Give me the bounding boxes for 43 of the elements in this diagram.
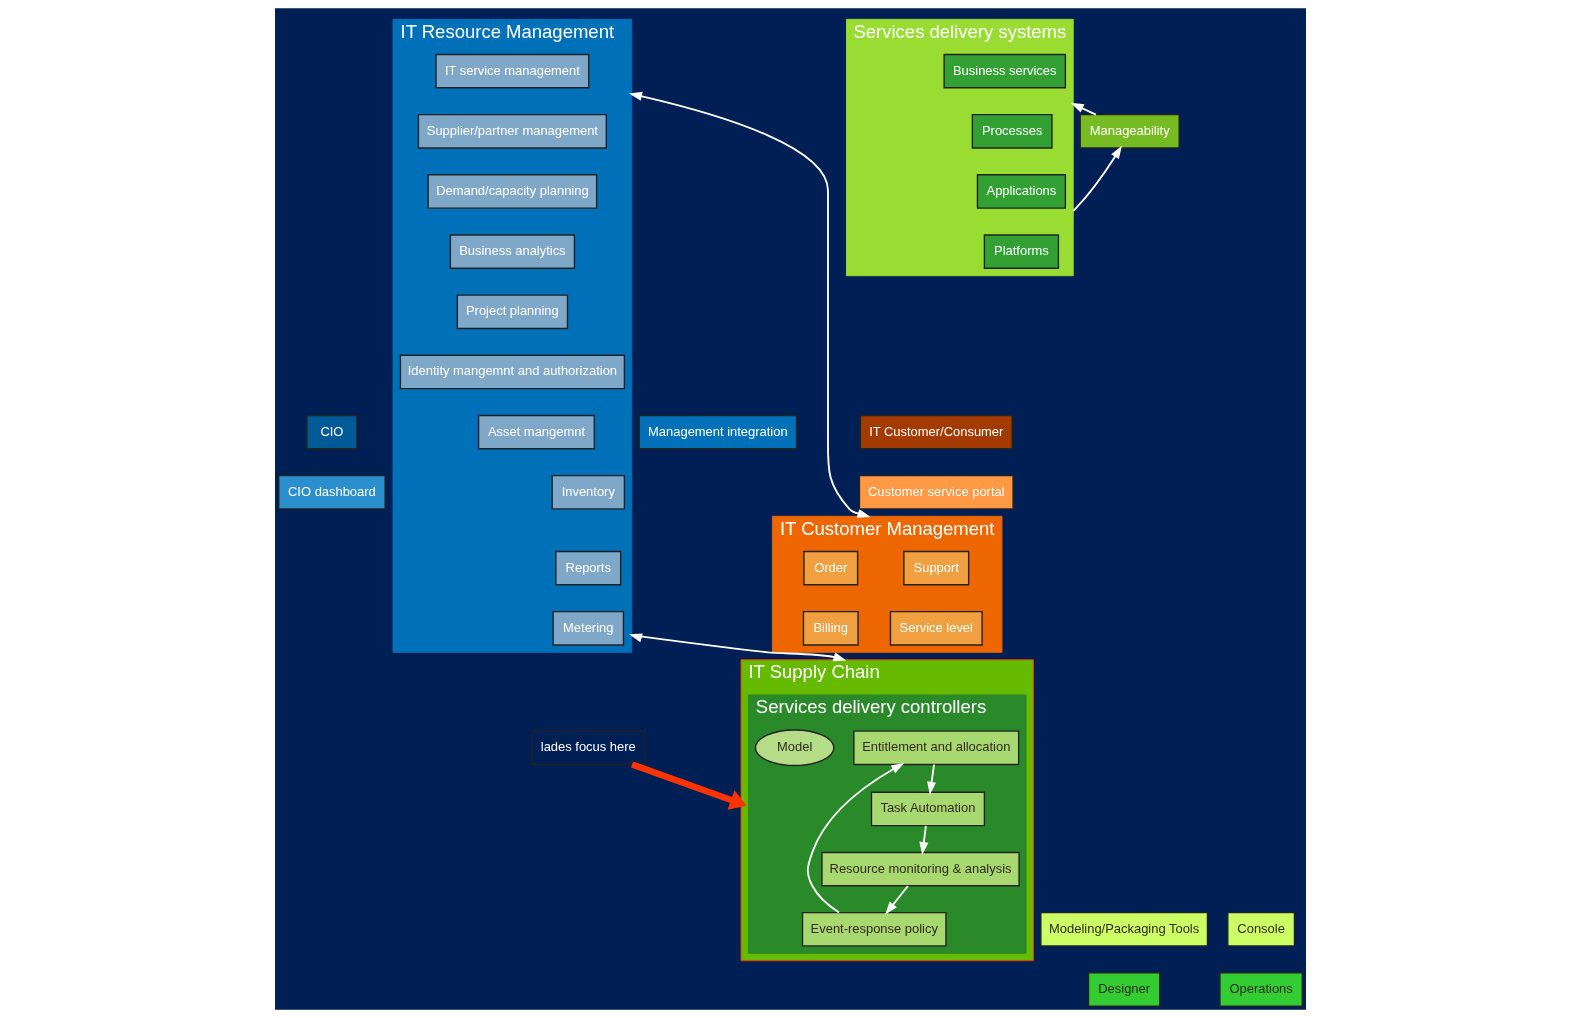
node-box: Asset mangemnt — [477, 414, 595, 450]
node-box: Applications — [976, 174, 1066, 209]
node-box: Demand/capacity planning — [426, 174, 597, 209]
node-box: Business services — [942, 53, 1066, 89]
node-box: CIO dashboard — [277, 474, 386, 510]
arrow — [918, 824, 928, 856]
node-box: Resource monitoring & analysis — [820, 851, 1020, 887]
node-box: Operations — [1218, 972, 1303, 1007]
arrow — [884, 885, 909, 915]
node-box: Console — [1226, 911, 1295, 947]
node-box: Event-response policy — [801, 911, 947, 947]
arrow — [630, 761, 747, 810]
arrow — [1071, 145, 1122, 212]
node-box: Metering — [551, 610, 624, 646]
node-box: Reports — [554, 550, 621, 586]
node-ellipse: Model — [754, 729, 835, 767]
node-box: IT service management — [434, 53, 589, 89]
node-box: Inventory — [551, 474, 625, 510]
node-box: Designer — [1087, 972, 1160, 1007]
node-box: Service level — [889, 610, 983, 646]
node-box: Manageability — [1079, 113, 1180, 149]
node-box: Modeling/Packaging Tools — [1039, 911, 1208, 947]
node-box: Order — [802, 550, 858, 586]
node-box: Customer service portal — [858, 474, 1014, 510]
node-box: Support — [902, 550, 969, 586]
node-box: Processes — [971, 113, 1053, 149]
node-box: Task Automation — [870, 791, 985, 827]
arrow — [1070, 102, 1097, 116]
node-box: Billing — [802, 610, 859, 646]
node-box: Platforms — [983, 234, 1059, 269]
node-box: Entitlement and allocation — [852, 730, 1019, 766]
node-box: Identity mangemnt and authorization — [399, 354, 625, 390]
node-box: lades focus here — [530, 730, 645, 766]
arrow — [628, 91, 870, 518]
node-box: Business analytics — [449, 234, 575, 269]
node-box: Project planning — [456, 294, 568, 330]
arrow — [806, 763, 904, 914]
node-box: CIO — [305, 414, 358, 450]
node-box: Supplier/partner management — [417, 113, 607, 149]
node-box: Management integration — [638, 414, 797, 450]
node-box: IT Customer/Consumer — [859, 414, 1013, 450]
arrow — [628, 633, 846, 662]
arrow — [926, 763, 936, 795]
